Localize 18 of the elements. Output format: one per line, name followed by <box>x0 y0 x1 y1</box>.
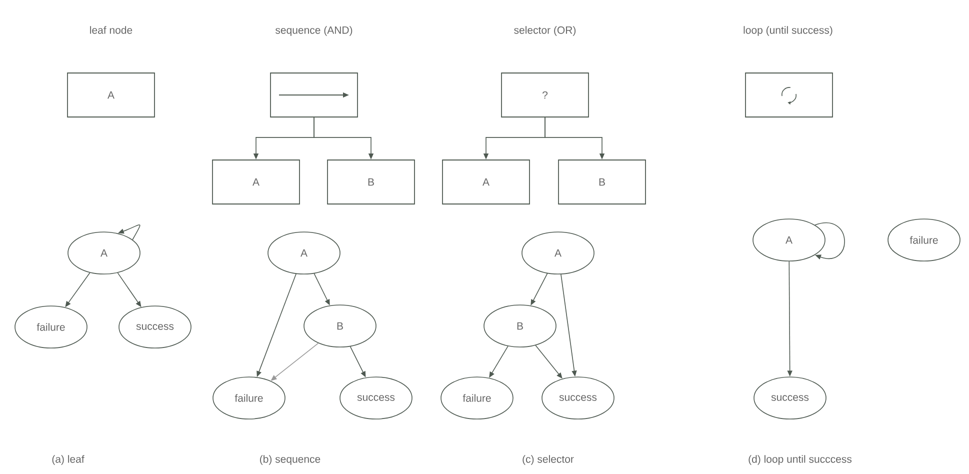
process-box: B <box>327 160 415 204</box>
arrow <box>530 273 548 306</box>
caption: (d) loop until succcess <box>748 455 852 465</box>
process-box <box>745 72 833 118</box>
process-box: A <box>212 160 300 204</box>
caption: (b) sequence <box>260 455 320 465</box>
process-box: A <box>442 160 530 204</box>
process-box: A <box>67 72 155 118</box>
caption: (a) leaf <box>52 455 84 465</box>
column-heading: leaf node <box>90 26 132 34</box>
column-heading: sequence (AND) <box>276 26 352 36</box>
column-heading: selector (OR) <box>514 26 576 36</box>
caption: (c) selector <box>522 455 574 465</box>
column-heading: loop (until success) <box>744 26 832 36</box>
process-box: ? <box>501 72 589 118</box>
process-box: B <box>558 160 646 204</box>
arrow <box>814 222 845 260</box>
process-box <box>270 72 358 118</box>
